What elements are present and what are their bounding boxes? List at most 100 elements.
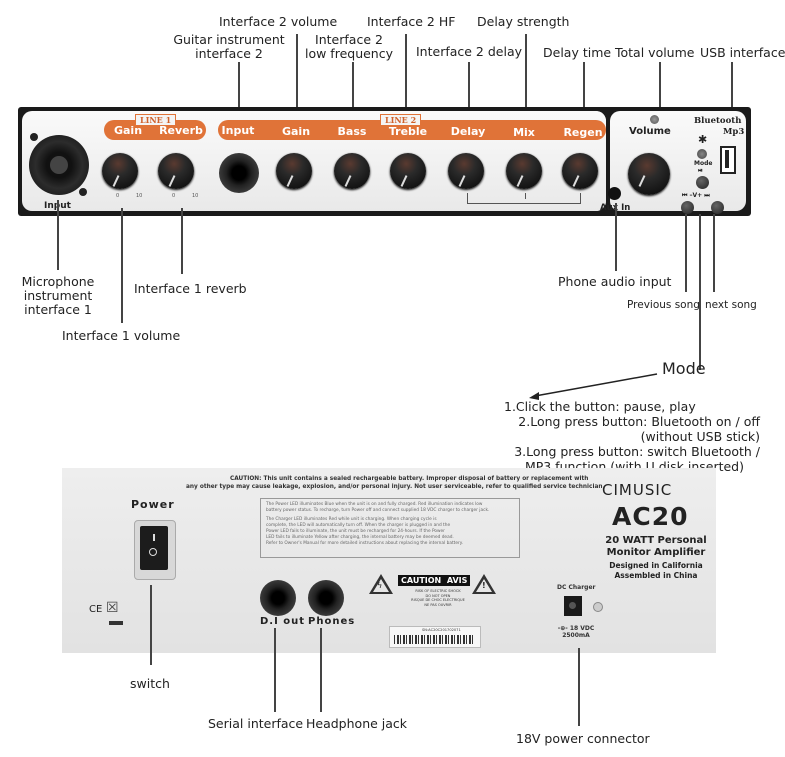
exclamation-warning-icon-inner: [476, 579, 492, 592]
callout-headphone-jack: Headphone jack: [306, 716, 408, 731]
shock-line: RISQUE DE CHOC ELECTRIQUE: [411, 598, 465, 602]
power-on-mark: [153, 534, 155, 541]
callout-total-volume: Total volume: [615, 45, 695, 60]
bluetooth-label: Bluetooth: [694, 116, 742, 126]
leader-line: [731, 62, 733, 122]
callout-usb-interface: USB interface: [700, 45, 785, 60]
scale-min: 0: [116, 193, 120, 199]
bluetooth-icon: ✱: [698, 133, 708, 146]
line2-mix-label: Mix: [513, 126, 535, 139]
callout-interface2-delay: Interface 2 delay: [416, 44, 523, 59]
leader-line: [320, 628, 322, 712]
line2-treble-knob[interactable]: [390, 153, 426, 189]
weee-bin-icon: ☒: [106, 600, 119, 616]
caution-badge: CAUTION AVIS: [398, 575, 471, 586]
line2-input-label: Input: [221, 124, 255, 137]
scale-max: 10: [136, 193, 143, 199]
mode-button[interactable]: [696, 176, 709, 189]
line2-gain-knob[interactable]: [276, 153, 312, 189]
line2-regen-knob[interactable]: [562, 153, 598, 189]
line2-delay-label: Delay: [450, 125, 486, 138]
leader-line: [659, 62, 661, 122]
phones-label: Phones: [308, 616, 356, 627]
shock-line: RISK OF ELECTRIC SHOCK: [415, 589, 461, 593]
screw-icon: [30, 133, 38, 141]
led-info-box: The Power LED illuminates Blue when the …: [260, 498, 520, 558]
led-info-line: LED fails to illuminate Yellow after cha…: [266, 535, 454, 540]
leader-line: [685, 214, 687, 292]
product-origin: Designed in California Assembled in Chin…: [597, 561, 715, 581]
line2-treble-label: Treble: [388, 125, 428, 138]
line2-bass-label: Bass: [337, 125, 367, 138]
mode-instructions: 1.Click the button: pause, play 2.Long p…: [498, 399, 760, 474]
callout-line: interface 1: [24, 302, 92, 317]
previous-song-button[interactable]: [681, 201, 694, 214]
lightning-icon: ϟ: [377, 581, 383, 590]
mode-led: [697, 149, 707, 159]
led-info-line: The Charger LED illuminates Red while un…: [266, 517, 437, 522]
leader-line: [181, 208, 183, 274]
leader-line: [121, 208, 123, 323]
ce-mark-icon: CE: [89, 604, 103, 615]
led-info-line: complete, the LED will automatically tur…: [266, 523, 451, 528]
mode-instruction: 2.Long press button: Bluetooth on / off: [518, 414, 760, 429]
next-song-button[interactable]: [711, 201, 724, 214]
di-out-jack[interactable]: [260, 580, 296, 616]
caution-text-line2: any other type may cause leakage, explos…: [186, 484, 603, 490]
mode-arrow-icon: [529, 373, 658, 400]
description-line: Monitor Amplifier: [606, 547, 706, 558]
power-off-mark: [149, 548, 157, 556]
line2-gain-label: Gain: [281, 125, 311, 138]
model-name: AC20: [612, 502, 689, 531]
serial-sticker: SN:AC20C201702071: [389, 626, 481, 648]
mp3-label: Mp3: [723, 127, 745, 137]
scale-max: 10: [192, 193, 199, 199]
callout-serial-interface: Serial interface: [208, 716, 304, 731]
shock-line: DO NOT OPEN: [425, 593, 451, 598]
description-line: 20 WATT Personal: [605, 535, 707, 546]
line1-gain-knob[interactable]: [102, 153, 138, 189]
callout-interface2-low: Interface 2 low frequency: [303, 33, 395, 61]
guitar-input-jack[interactable]: [219, 153, 259, 193]
barcode: [394, 635, 474, 644]
leader-line: [238, 62, 240, 122]
line2-mix-knob[interactable]: [506, 153, 542, 189]
line1-reverb-label: Reverb: [159, 124, 203, 137]
leader-line: [150, 585, 152, 665]
master-volume-knob[interactable]: [628, 153, 670, 195]
caution-text-line1: CAUTION: This unit contains a sealed rec…: [230, 476, 589, 482]
line2-bass-knob[interactable]: [334, 153, 370, 189]
callout-switch: switch: [130, 676, 170, 691]
leader-line: [578, 648, 580, 726]
delay-group-bracket: [467, 193, 581, 204]
product-description: 20 WATT Personal Monitor Amplifier: [597, 535, 715, 559]
callout-interface1-reverb: Interface 1 reverb: [134, 281, 247, 296]
led-info-line: The Power LED illuminates Blue when the …: [266, 502, 483, 507]
exclamation-icon: !: [482, 581, 486, 590]
shock-warning-text: RISK OF ELECTRIC SHOCK DO NOT OPEN RISQU…: [408, 589, 468, 607]
play-pause-icon: ⏯: [698, 167, 703, 174]
leader-line: [274, 628, 276, 712]
led-info-line: Refer to Owner's Manual for more detaile…: [266, 541, 464, 546]
callout-delay-strength: Delay strength: [477, 14, 570, 29]
volume-label: Volume: [629, 126, 671, 137]
callout-interface2-hf: Interface 2 HF: [367, 14, 456, 29]
phones-jack[interactable]: [308, 580, 344, 616]
line1-gain-label: Gain: [113, 124, 143, 137]
callout-delay-time: Delay time: [543, 45, 612, 60]
shock-line: NE PAS OUVRIR: [424, 602, 452, 607]
leader-line: [405, 34, 407, 122]
brand-logo: CIMUSIC: [602, 481, 673, 499]
usb-port-tongue: [725, 150, 729, 168]
weee-bar-icon: [109, 621, 123, 625]
line2-tag: LINE 2: [380, 114, 422, 126]
led-info-line: battery power status. To recharge, turn …: [266, 508, 490, 513]
leader-line: [525, 34, 527, 122]
aux-in-jack[interactable]: [608, 187, 621, 200]
leader-line: [296, 34, 298, 122]
line1-reverb-knob[interactable]: [158, 153, 194, 189]
leader-line: [352, 62, 354, 122]
dc-spec-line: 2500mA: [562, 632, 590, 639]
callout-line: Microphone: [21, 274, 95, 289]
line2-delay-knob[interactable]: [448, 153, 484, 189]
